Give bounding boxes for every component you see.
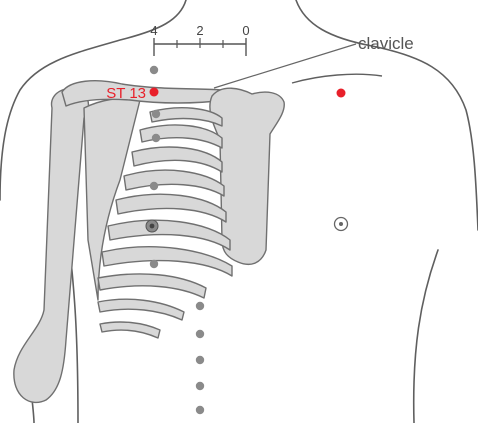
marker (196, 330, 204, 338)
nipple-right (335, 218, 348, 231)
scale-label-2: 2 (196, 23, 203, 38)
marker (196, 356, 204, 364)
marker (150, 260, 158, 268)
marker (152, 110, 160, 118)
clavicle-callout: clavicle (214, 34, 414, 88)
marker (196, 406, 204, 414)
right-clavicle-line (292, 74, 382, 83)
scale-label-0: 0 (242, 23, 249, 38)
marker (196, 382, 204, 390)
scale-bar: 4 2 0 (150, 23, 249, 56)
marker (152, 134, 160, 142)
marker (196, 302, 204, 310)
skeleton (14, 81, 284, 403)
clavicle-label: clavicle (358, 34, 414, 53)
scale-label-4: 4 (150, 23, 157, 38)
marker (150, 66, 158, 74)
marker (150, 182, 158, 190)
st13-point-mirror (337, 89, 346, 98)
st13-point (150, 88, 159, 97)
nipple-marker-left (146, 220, 158, 232)
st13-label: ST 13 (106, 85, 146, 102)
